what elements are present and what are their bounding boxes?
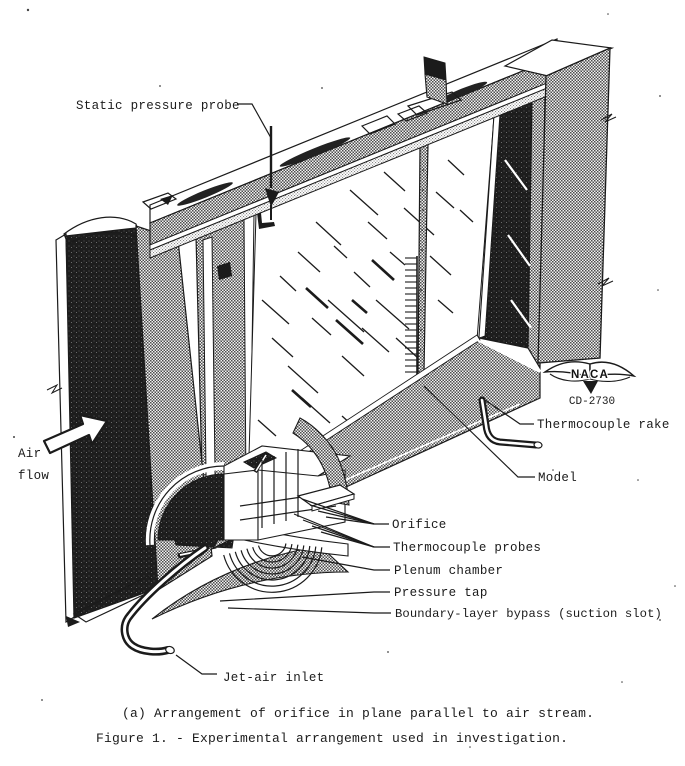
label-boundary-layer-bypass: Boundary-layer bypass (suction slot): [395, 607, 662, 621]
probe-holder-flag: [423, 56, 448, 105]
label-air-flow-line2: flow: [18, 469, 49, 483]
naca-logo-tail: [583, 381, 598, 394]
window-clip-bracket: [257, 213, 275, 229]
drawing-number: CD-2730: [569, 396, 615, 408]
label-pressure-tap: Pressure tap: [394, 586, 488, 600]
caption-subcaption: (a) Arrangement of orifice in plane para…: [122, 706, 594, 721]
right-end-plate: [503, 39, 617, 364]
label-orifice: Orifice: [392, 518, 447, 532]
label-thermocouple-probes: Thermocouple probes: [393, 541, 541, 555]
air-flow-arrow: [42, 413, 109, 455]
model-orifice-dots: [419, 169, 424, 351]
label-thermocouple-rake: Thermocouple rake: [537, 418, 670, 432]
suction-scoop: [157, 473, 225, 541]
top-rail: [141, 38, 558, 259]
column-glass-highlights: [504, 159, 532, 329]
jet-air-inlet-tube: [120, 544, 209, 656]
bellmouth-fan: [151, 545, 350, 620]
glass-thick-streaks: [291, 259, 395, 408]
label-static-pressure-probe: Static pressure probe: [76, 99, 240, 113]
label-model: Model: [538, 471, 577, 485]
label-jet-air-inlet: Jet-air inlet: [223, 671, 324, 685]
leader-lines: [175, 103, 535, 675]
callout-labels: Static pressure probe Air flow Thermocou…: [18, 99, 670, 685]
caption-title: Figure 1. - Experimental arrangement use…: [96, 731, 568, 746]
label-air-flow-line1: Air: [18, 447, 41, 461]
naca-logo: NACA CD-2730: [542, 361, 637, 408]
thermocouple-rake: [405, 256, 418, 378]
figure-caption: (a) Arrangement of orifice in plane para…: [96, 706, 594, 746]
rake-lead-tube: [478, 396, 543, 449]
static-pressure-probe: [265, 126, 279, 220]
naca-logo-word: NACA: [571, 369, 609, 381]
intake-duct: [46, 213, 255, 627]
plenum-assembly: [145, 417, 356, 620]
rail-slots: [177, 81, 488, 206]
label-plenum-chamber: Plenum chamber: [394, 564, 503, 578]
plenum-coil: [223, 543, 323, 593]
glass-window: [247, 116, 495, 491]
